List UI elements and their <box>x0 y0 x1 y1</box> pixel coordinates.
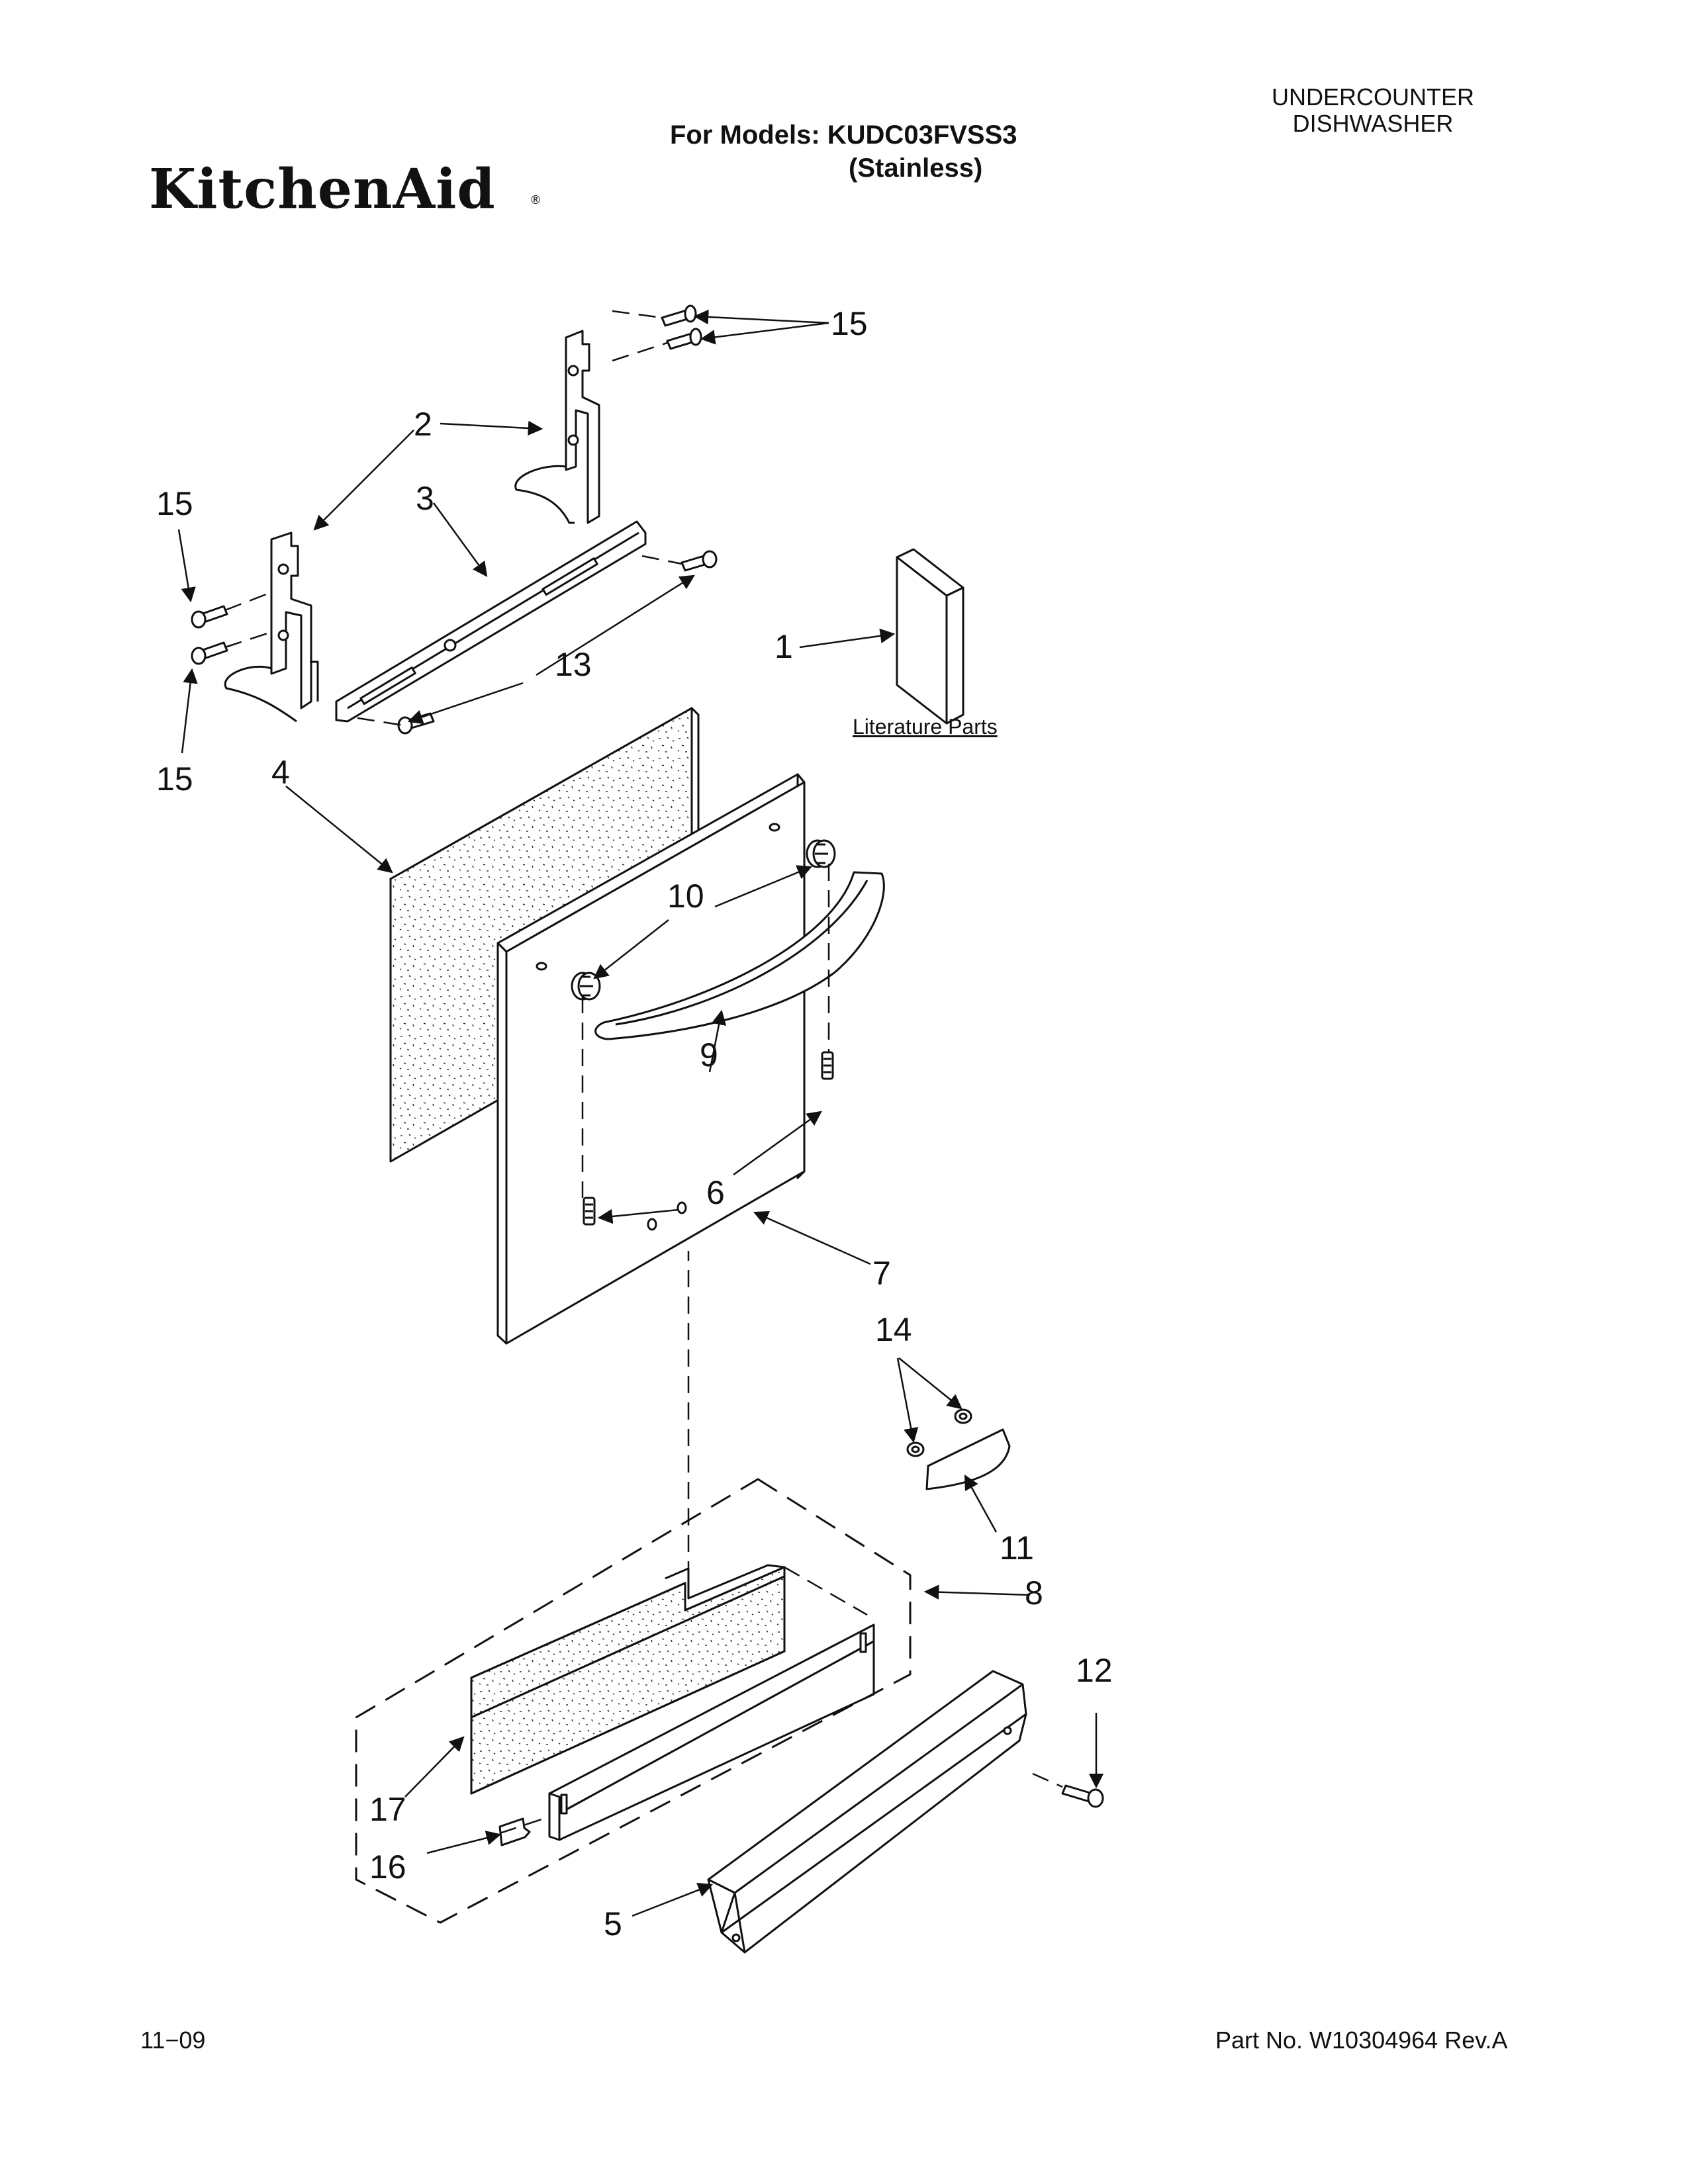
finish-label: (Stainless) <box>849 154 983 183</box>
assembly-group-outline <box>355 1478 912 1924</box>
rail-screw-left <box>397 712 435 735</box>
callout-12: 12 <box>1076 1652 1113 1689</box>
callout-16: 16 <box>369 1848 406 1886</box>
brand-logo: KitchenAid <box>149 158 496 221</box>
callout-6: 6 <box>706 1174 725 1211</box>
bracket-screw-top-2 <box>666 328 702 350</box>
callout-13: 13 <box>555 646 592 683</box>
callout-5: 5 <box>604 1905 622 1942</box>
callout-15-top: 15 <box>831 305 868 342</box>
callout-7: 7 <box>872 1255 891 1292</box>
door-screw-right <box>821 1051 834 1080</box>
callout-1: 1 <box>774 628 793 665</box>
date-code: 11−09 <box>140 2026 206 2054</box>
registered-mark: ® <box>530 193 541 207</box>
literature-booklet <box>896 548 964 725</box>
callout-17: 17 <box>369 1791 406 1828</box>
callout-15-left-top: 15 <box>156 485 193 522</box>
callout-4: 4 <box>271 754 290 791</box>
lower-trim <box>925 1428 1011 1490</box>
door-screw-left <box>583 1197 596 1226</box>
callout-9: 9 <box>700 1036 718 1073</box>
part-number: Part No. W10304964 Rev.A <box>1215 2026 1508 2054</box>
callout-11: 11 <box>1000 1529 1034 1567</box>
callout-3: 3 <box>416 480 434 517</box>
bracket-left <box>224 531 319 723</box>
callout-10: 10 <box>667 878 704 915</box>
bracket-screw-left-2 <box>191 641 228 665</box>
kickplate <box>707 1670 1027 1954</box>
bracket-right <box>514 330 600 524</box>
spring-clip <box>498 1817 531 1846</box>
clip-nut-right <box>954 1408 972 1424</box>
rail-screw-right <box>680 550 718 572</box>
door-panel <box>496 773 806 1345</box>
bracket-screw-top-1 <box>661 304 697 327</box>
models-line: For Models: KUDC03FVSS3 <box>670 120 1017 150</box>
callout-14: 14 <box>875 1311 912 1348</box>
kickplate-screw <box>1061 1784 1104 1808</box>
toe-panel-assembly <box>470 1564 786 1795</box>
toe-panel-rail <box>548 1623 875 1841</box>
callout-15-left-bottom: 15 <box>156 760 193 797</box>
literature-parts-label: Literature Parts <box>853 715 998 739</box>
appliance-type-line1: UNDERCOUNTER <box>1272 83 1474 111</box>
callout-8: 8 <box>1025 1574 1043 1612</box>
cross-rail <box>335 520 647 723</box>
bracket-screw-left-1 <box>191 605 228 629</box>
handle-standoff-right <box>806 839 836 868</box>
clip-nut-left <box>906 1441 925 1457</box>
appliance-type-line2: DISHWASHER <box>1292 110 1454 137</box>
callout-2: 2 <box>414 406 432 443</box>
